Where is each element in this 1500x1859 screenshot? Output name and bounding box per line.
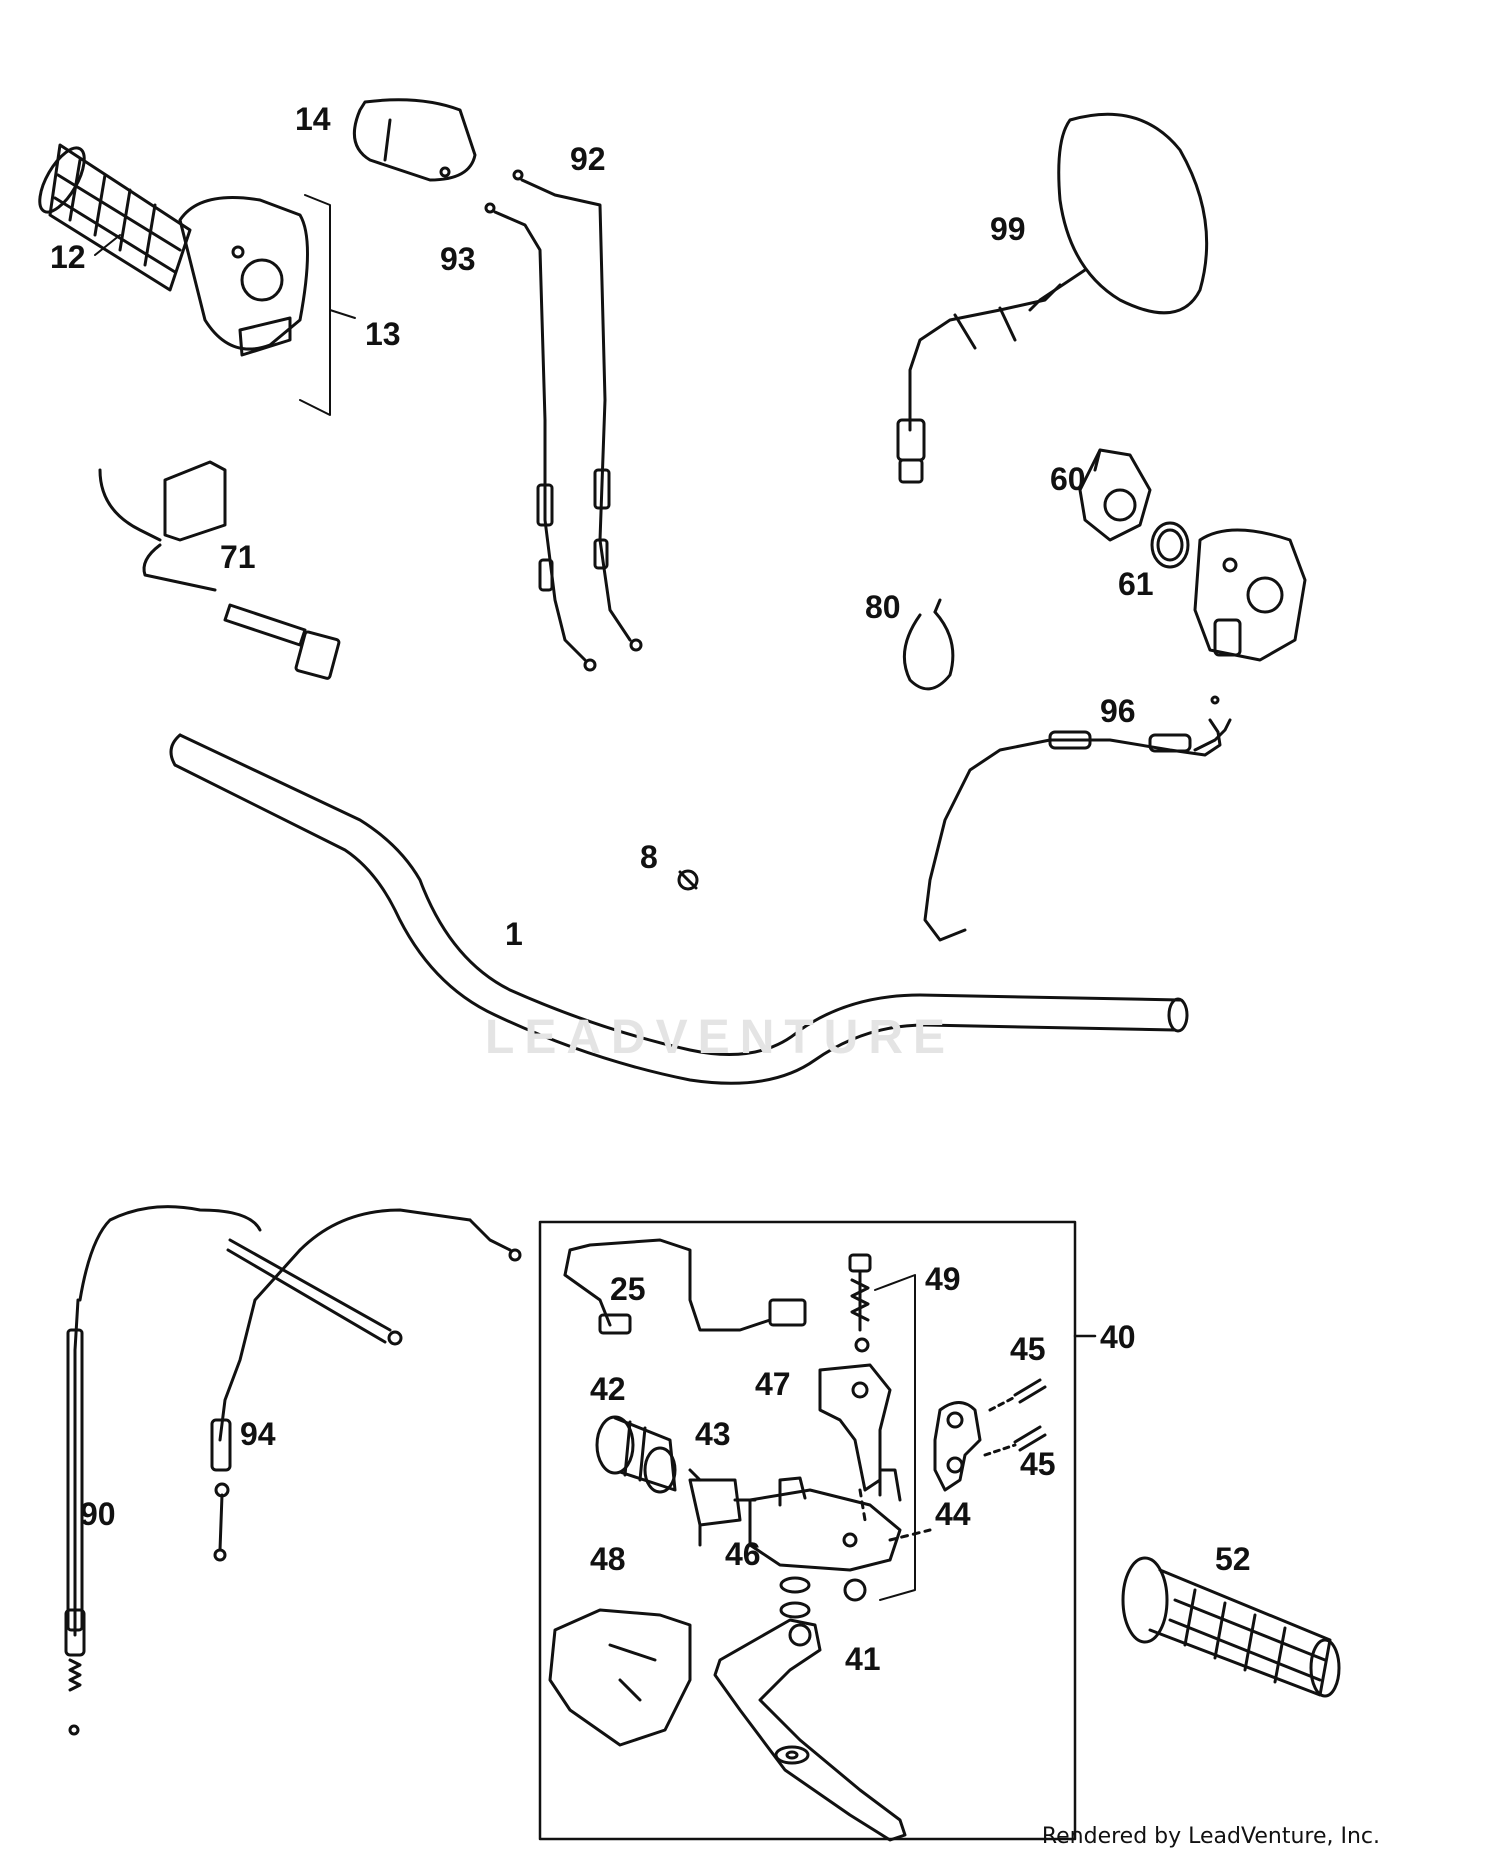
throttle-cover-part [352,98,477,182]
label-part-44: 44 [935,1496,971,1532]
assembly-40-box [538,1220,1077,1841]
bracket-49 [874,1274,916,1601]
clamp-part [677,869,699,891]
label-part-96: 96 [1100,693,1136,729]
clamp-44-part [933,1401,982,1492]
cable-tie-part [902,598,955,691]
label-part-13: 13 [365,316,401,352]
brake-cable-94-part [210,1208,522,1562]
label-part-71: 71 [220,539,256,575]
label-part-12: 12 [50,239,86,275]
label-part-48: 48 [590,1541,626,1577]
boot-42-part [595,1415,677,1494]
clutch-lever-41-part [713,1618,907,1842]
label-part-8: 8 [640,839,658,875]
label-part-80: 80 [865,589,901,625]
footer-credit: Rendered by LeadVenture, Inc. [1041,1824,1380,1849]
leader-13 [329,309,356,319]
grip-right-part [1121,1556,1341,1698]
label-part-45b: 45 [1020,1446,1056,1482]
label-part-1: 1 [505,916,523,952]
label-part-60: 60 [1050,461,1086,497]
adjuster-43-part [688,1468,757,1547]
perch-46-part [748,1468,932,1572]
lever-boot-48-part [548,1608,692,1747]
clutch-cable-90-part [64,1205,262,1736]
label-part-43: 43 [695,1416,731,1452]
handlebar-part [169,733,1189,1085]
o-ring-61-part [1150,521,1190,569]
label-part-93: 93 [440,241,476,277]
label-part-92: 92 [570,141,606,177]
throttle-cable-92-part [512,169,643,652]
leader-12 [94,234,121,256]
watermark: LEADVENTURE [485,1011,956,1064]
brake-switch-part [563,1238,807,1335]
switch-bracket-60-part [1078,448,1152,542]
label-part-94: 94 [240,1416,276,1452]
clutch-cable-96-part [923,695,1232,942]
throttle-housing-part [178,196,309,357]
throttle-cable-93-part [484,202,597,672]
label-part-52: 52 [1215,1541,1251,1577]
grip-left-part [38,143,192,292]
label-part-47: 47 [755,1366,791,1402]
label-part-90: 90 [80,1496,116,1532]
label-part-14: 14 [295,101,331,137]
switch-housing-part [1193,528,1307,662]
label-part-45a: 45 [1010,1331,1046,1367]
label-part-99: 99 [990,211,1026,247]
label-part-42: 42 [590,1371,626,1407]
label-part-25: 25 [610,1271,646,1307]
bolts-45-part [983,1378,1047,1457]
kill-switch-part [98,460,341,680]
lever-47-part [818,1363,892,1522]
label-part-61: 61 [1118,566,1154,602]
label-part-46: 46 [725,1536,761,1572]
bolt-spring-49-part [848,1253,872,1353]
washers-part [774,1576,867,1765]
label-part-41: 41 [845,1641,881,1677]
label-part-40: 40 [1100,1319,1136,1355]
label-part-49: 49 [925,1261,961,1297]
mirror-part [896,112,1209,484]
